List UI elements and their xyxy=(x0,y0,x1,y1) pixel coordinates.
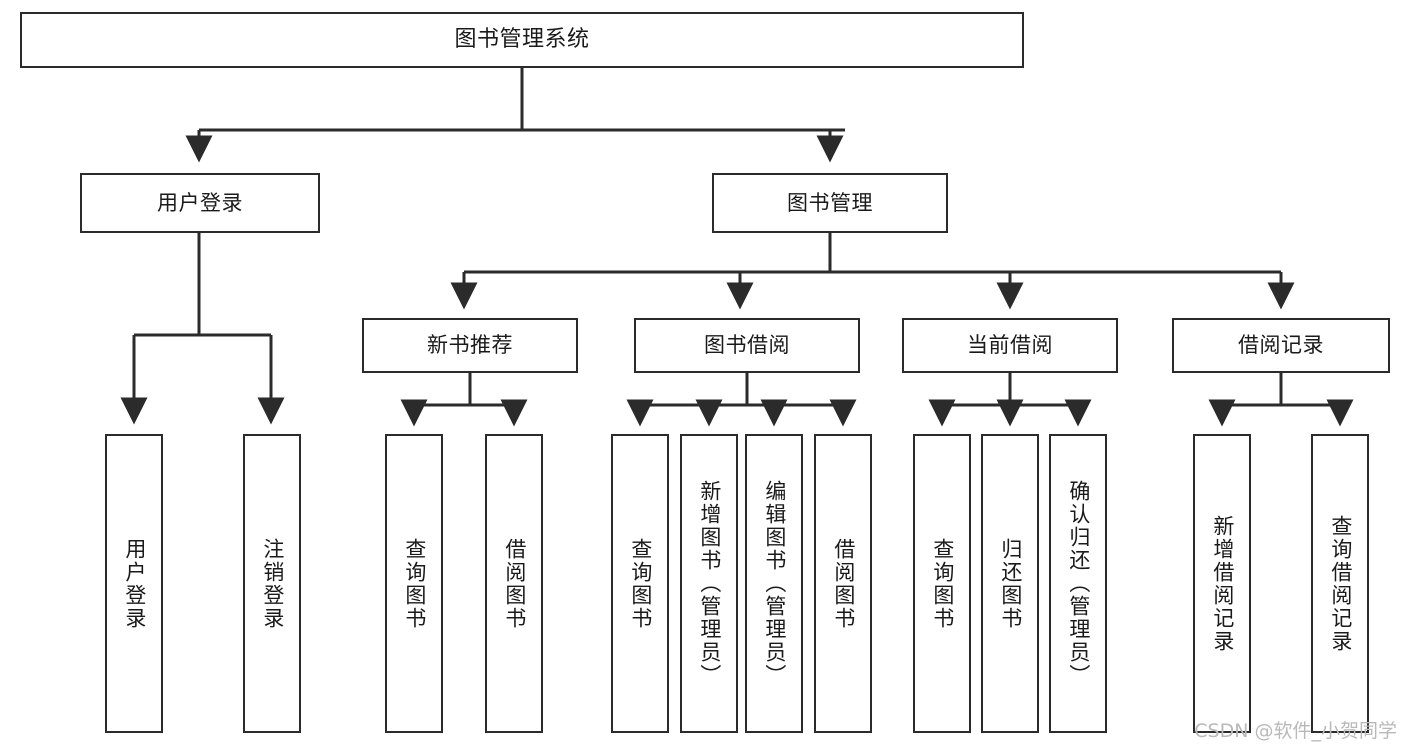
node-label: 图书管理 xyxy=(787,190,873,215)
node-label: 借阅图书 xyxy=(502,537,527,630)
leaf-query-borrow-record[interactable]: 查询借阅记录 xyxy=(1311,434,1369,733)
node-label: 借阅图书 xyxy=(831,537,856,630)
node-label: 注销登录 xyxy=(260,537,285,630)
csdn-watermark: CSDN @软件_小贺同学 xyxy=(1194,720,1397,742)
node-label: 新增借阅记录 xyxy=(1210,514,1235,653)
leaf-add-book-admin[interactable]: 新增图书（管理员） xyxy=(680,434,738,733)
node-label: 图书借阅 xyxy=(704,333,790,358)
leaf-logout[interactable]: 注销登录 xyxy=(243,434,301,733)
node-label: 归还图书 xyxy=(998,537,1023,630)
leaf-borrow-books-borrow[interactable]: 借阅图书 xyxy=(814,434,872,733)
leaf-confirm-return-admin[interactable]: 确认归还（管理员） xyxy=(1049,434,1107,733)
node-label: 用户登录 xyxy=(122,537,147,630)
node-book-borrow[interactable]: 图书借阅 xyxy=(634,318,860,373)
leaf-return-books[interactable]: 归还图书 xyxy=(981,434,1039,733)
leaf-edit-book-admin[interactable]: 编辑图书（管理员） xyxy=(745,434,803,733)
node-user-login[interactable]: 用户登录 xyxy=(80,173,320,233)
node-label: 借阅记录 xyxy=(1238,333,1324,358)
leaf-user-login[interactable]: 用户登录 xyxy=(105,434,163,733)
node-borrow-records[interactable]: 借阅记录 xyxy=(1172,318,1390,373)
node-root-system[interactable]: 图书管理系统 xyxy=(20,12,1024,68)
leaf-query-books-recommend[interactable]: 查询图书 xyxy=(385,434,443,733)
node-label: 查询图书 xyxy=(628,537,653,630)
node-label: 确认归还（管理员） xyxy=(1066,480,1091,687)
leaf-add-borrow-record[interactable]: 新增借阅记录 xyxy=(1193,434,1251,733)
leaf-borrow-books-recommend[interactable]: 借阅图书 xyxy=(485,434,543,733)
node-label: 图书管理系统 xyxy=(454,27,590,53)
node-label: 当前借阅 xyxy=(967,333,1053,358)
node-label: 新书推荐 xyxy=(427,333,513,358)
node-label: 新增图书（管理员） xyxy=(697,480,722,687)
node-label: 查询图书 xyxy=(930,537,955,630)
node-book-management[interactable]: 图书管理 xyxy=(712,173,948,233)
node-label: 查询借阅记录 xyxy=(1328,514,1353,653)
leaf-query-books-borrow[interactable]: 查询图书 xyxy=(611,434,669,733)
leaf-query-books-current[interactable]: 查询图书 xyxy=(913,434,971,733)
node-label: 编辑图书（管理员） xyxy=(762,480,787,687)
node-label: 用户登录 xyxy=(157,190,243,215)
node-current-borrow[interactable]: 当前借阅 xyxy=(902,318,1118,373)
node-new-book-recommend[interactable]: 新书推荐 xyxy=(362,318,578,373)
node-label: 查询图书 xyxy=(402,537,427,630)
